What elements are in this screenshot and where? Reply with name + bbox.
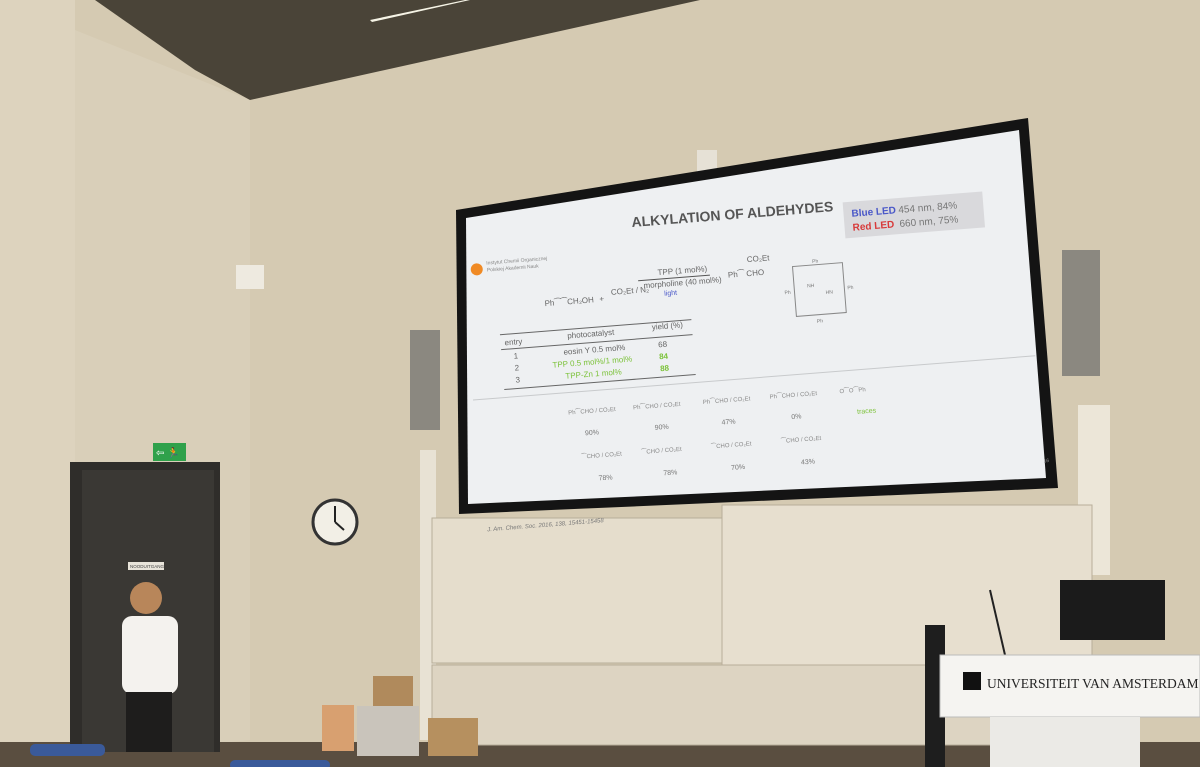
table-row-2-yield: 84 — [659, 352, 669, 362]
door-sign — [128, 562, 164, 570]
podium-lower — [990, 717, 1140, 767]
presenter-trousers — [126, 692, 172, 752]
product-3-yield: 47% — [721, 419, 736, 427]
reaction-arrow — [638, 274, 710, 282]
product-2: Ph⁀CHO / CO₂Et — [633, 400, 681, 412]
porphyrin-ph-left: Ph — [784, 290, 791, 296]
uva-logo — [963, 672, 981, 690]
table-header-yield: yield (%) — [651, 320, 683, 331]
porphyrin-ph-top: Ph — [812, 259, 819, 265]
product-5: O⁀O⁀Ph — [839, 385, 866, 395]
product-6-yield: 78% — [598, 474, 613, 482]
presenter-head — [130, 582, 162, 614]
exit-sign-text: ⇦ 🏃 — [156, 446, 180, 459]
product-7-yield: 78% — [663, 469, 678, 477]
wall-sensor — [697, 150, 717, 172]
ceiling-light — [370, 0, 470, 22]
table-header-catalyst: photocatalyst — [567, 328, 615, 341]
table-bottom-rule — [504, 373, 696, 391]
table-row-3-entry: 3 — [515, 375, 521, 384]
left-pillar — [0, 0, 75, 767]
product-8: ⁀CHO / CO₂Et — [710, 439, 752, 450]
left-speaker — [410, 330, 440, 430]
lower-board — [431, 664, 993, 746]
table-row-1-yield: 68 — [658, 340, 668, 350]
product-1-yield: 90% — [585, 429, 600, 437]
product-6: ⁀CHO / CO₂Et — [580, 450, 622, 461]
product-top: CO₂Et — [746, 253, 770, 264]
porphyrin-ring — [791, 262, 847, 317]
equipment-case — [357, 706, 419, 756]
presenter — [122, 582, 178, 752]
podium — [939, 654, 1200, 718]
right-speaker — [1062, 250, 1100, 376]
table-header-rule — [501, 334, 693, 351]
porphyrin-ph-right: Ph — [847, 285, 854, 291]
door-sign-text: NOODUITGANG — [130, 564, 165, 569]
table-row-1-entry: 1 — [513, 351, 519, 360]
whiteboard-right — [721, 504, 1093, 666]
blue-led-label: Blue LED — [851, 205, 896, 219]
product-bottom: Ph⁀ CHO — [728, 267, 765, 280]
porphyrin-structure: Ph NH HN Ph Ph Ph — [784, 259, 854, 325]
open-box — [428, 718, 478, 756]
microphone — [989, 589, 1006, 656]
red-led-value: 660 nm, 75% — [899, 214, 959, 230]
conditions-catalyst: TPP (1 mol%) — [657, 264, 708, 277]
table-row-3-yield: 88 — [660, 364, 670, 374]
slide-page-number: 16 — [1043, 458, 1049, 464]
product-3: Ph⁀CHO / CO₂Et — [703, 394, 751, 406]
institute-line2: Polskiej Akademii Nauk — [487, 263, 540, 273]
product-9: ⁀CHO / CO₂Et — [780, 434, 822, 445]
red-led-label: Red LED — [852, 219, 894, 233]
slide-content: ALKYLATION OF ALDEHYDES Instytut Chemii … — [470, 191, 1050, 533]
clock-hour-hand — [334, 521, 345, 531]
whiteboard-left — [431, 517, 723, 664]
product-8-yield: 70% — [731, 464, 746, 472]
institute-logo — [470, 263, 483, 276]
product-2-yield: 90% — [655, 424, 670, 432]
product-5-yield: traces — [857, 407, 877, 416]
cardboard-box — [373, 676, 413, 706]
product-9-yield: 43% — [801, 458, 816, 466]
reactant-2: CO₂Et / N₂ — [611, 285, 650, 297]
table-row-2-entry: 2 — [514, 363, 520, 372]
presenter-shirt — [122, 616, 178, 694]
product-7: ⁀CHO / CO₂Et — [640, 445, 682, 456]
table-row-3-catalyst: TPP-Zn 1 mol% — [565, 367, 622, 380]
product-4: Ph⁀CHO / CO₂Et — [769, 389, 817, 401]
product-scope: Ph⁀CHO / CO₂Et 90% Ph⁀CHO / CO₂Et 90% Ph… — [568, 385, 877, 482]
product-1: Ph⁀CHO / CO₂Et — [568, 405, 616, 417]
porphyrin-nh: NH — [807, 283, 815, 290]
podium-text: UNIVERSITEIT VAN AMSTERDAM — [987, 676, 1199, 691]
camera-box — [236, 265, 264, 289]
seat — [230, 760, 330, 767]
slide-divider — [472, 355, 1036, 401]
conditions-light: light — [664, 290, 677, 298]
table-header-entry: entry — [504, 337, 522, 347]
product-4-yield: 0% — [791, 413, 802, 421]
bag — [322, 705, 354, 751]
reactant-1: Ph⁀⁀CH₂OH — [544, 294, 594, 308]
plus-sign: + — [599, 294, 605, 303]
porphyrin-hn: HN — [825, 289, 833, 296]
institute-line1: Instytut Chemii Organicznej — [486, 256, 547, 267]
table-top-rule — [499, 319, 692, 336]
seat — [30, 744, 105, 756]
led-box: Blue LED 454 nm, 84% Red LED 660 nm, 75% — [842, 191, 986, 239]
exit-sign — [153, 443, 186, 461]
led-box-bg — [842, 191, 986, 239]
porphyrin-ph-bottom: Ph — [817, 318, 824, 324]
blue-led-value: 454 nm, 84% — [898, 200, 958, 216]
monitor — [1060, 580, 1165, 640]
ceiling — [95, 0, 700, 100]
